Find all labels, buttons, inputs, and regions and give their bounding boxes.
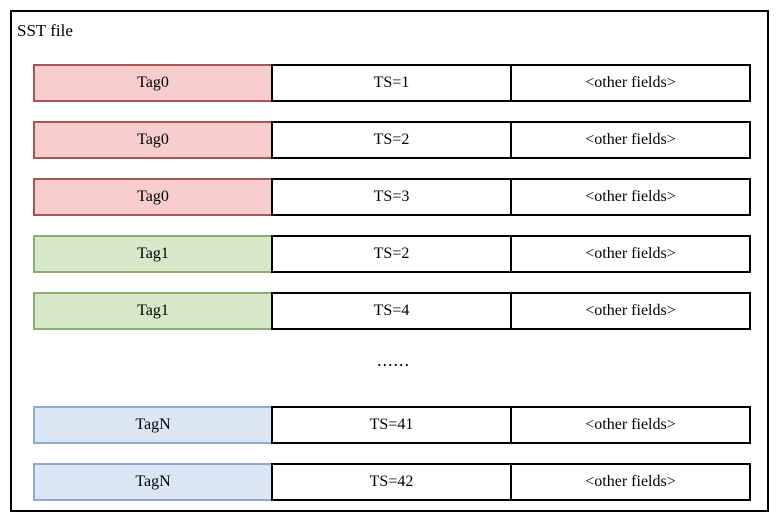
sst-file-frame: SST file Tag0 TS=1 <other fields> Tag0 T…	[10, 10, 769, 512]
table-row: TagN TS=41 <other fields>	[33, 406, 753, 444]
tag-cell: Tag1	[33, 235, 273, 273]
other-fields-cell: <other fields>	[510, 178, 751, 216]
tag-cell: TagN	[33, 406, 273, 444]
tag-cell: Tag0	[33, 178, 273, 216]
other-fields-cell: <other fields>	[510, 463, 751, 501]
table-row: Tag1 TS=4 <other fields>	[33, 292, 753, 330]
ellipsis-icon: ......	[377, 350, 410, 370]
table-row: TagN TS=42 <other fields>	[33, 463, 753, 501]
timestamp-cell: TS=4	[271, 292, 512, 330]
timestamp-cell: TS=41	[271, 406, 512, 444]
table-row: Tag0 TS=2 <other fields>	[33, 121, 753, 159]
tag-cell: Tag0	[33, 64, 273, 102]
timestamp-cell: TS=3	[271, 178, 512, 216]
ellipsis-row: ......	[33, 349, 753, 387]
tag-cell: Tag1	[33, 292, 273, 330]
other-fields-cell: <other fields>	[510, 292, 751, 330]
timestamp-cell: TS=2	[271, 235, 512, 273]
table-row: Tag0 TS=3 <other fields>	[33, 178, 753, 216]
other-fields-cell: <other fields>	[510, 64, 751, 102]
tag-cell: Tag0	[33, 121, 273, 159]
table-row: Tag1 TS=2 <other fields>	[33, 235, 753, 273]
timestamp-cell: TS=2	[271, 121, 512, 159]
timestamp-cell: TS=1	[271, 64, 512, 102]
other-fields-cell: <other fields>	[510, 121, 751, 159]
sst-file-title: SST file	[17, 21, 73, 40]
timestamp-cell: TS=42	[271, 463, 512, 501]
table-row: Tag0 TS=1 <other fields>	[33, 64, 753, 102]
other-fields-cell: <other fields>	[510, 406, 751, 444]
other-fields-cell: <other fields>	[510, 235, 751, 273]
record-list: Tag0 TS=1 <other fields> Tag0 TS=2 <othe…	[33, 64, 753, 520]
tag-cell: TagN	[33, 463, 273, 501]
